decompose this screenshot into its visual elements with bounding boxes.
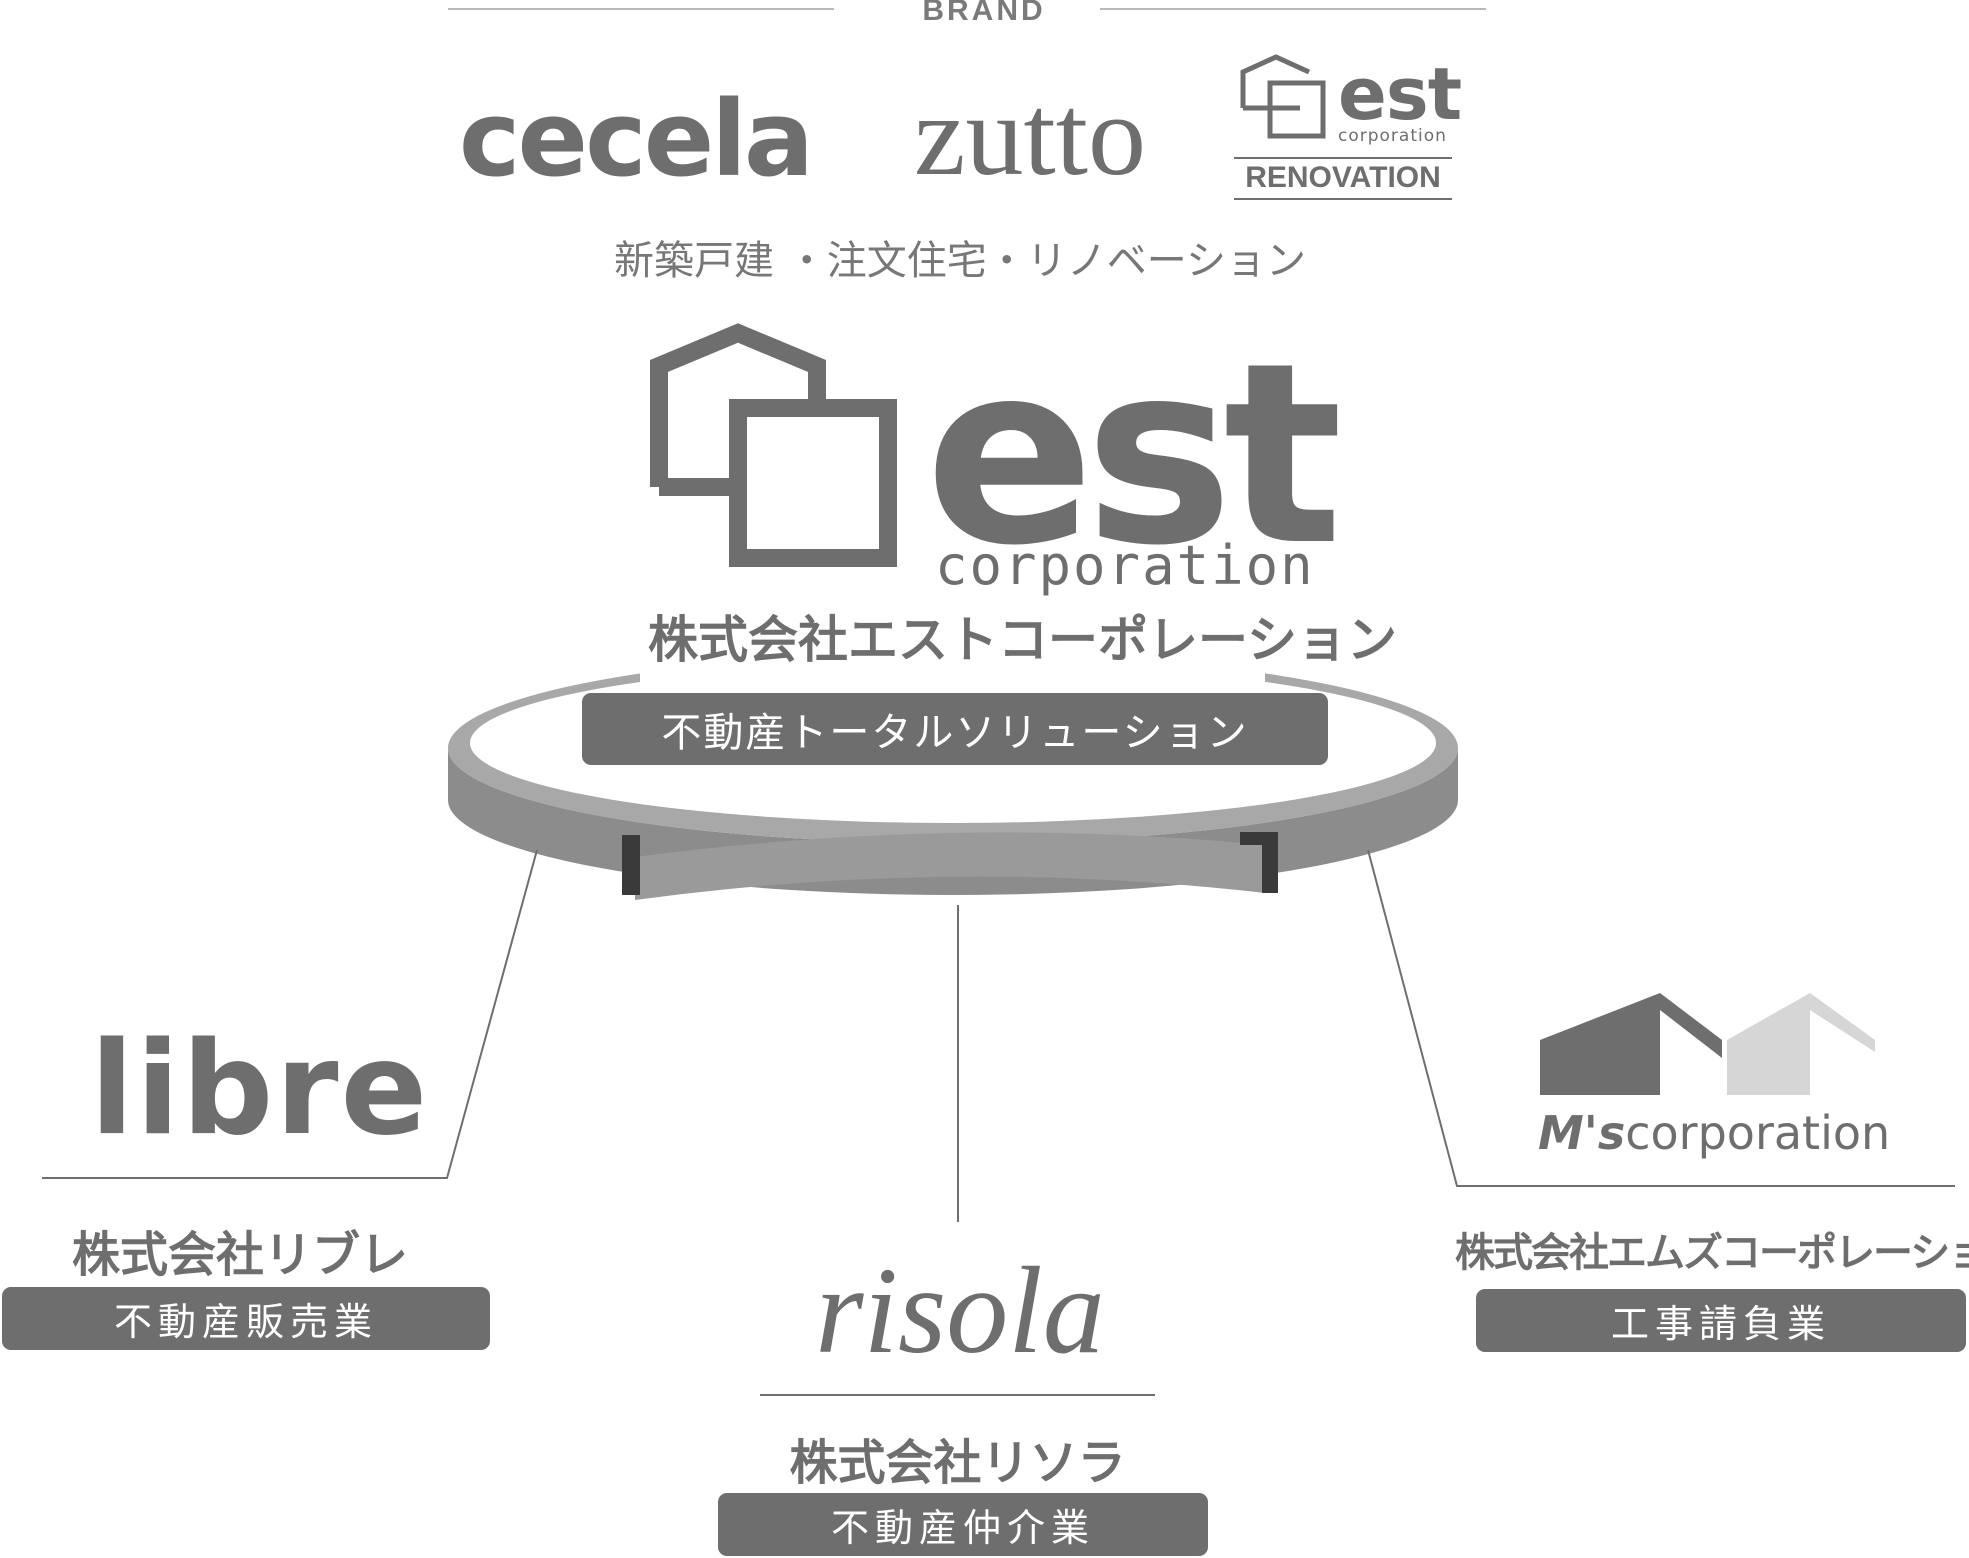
libre-role-badge: 不動産販売業: [2, 1287, 490, 1350]
brand-logo-zutto: zutto: [914, 72, 1146, 200]
ms-company-name: 株式会社エムズコーポレーション: [1455, 1230, 1969, 1276]
libre-company-name: 株式会社リブレ: [71, 1227, 408, 1283]
libre-logo: libre: [90, 1015, 430, 1164]
ms-houses-logo-icon: [1540, 993, 1875, 1095]
brand-logo-est-word: est: [1338, 52, 1462, 136]
brand-logo-cecela: cecela: [458, 78, 814, 200]
ms-logo-prefix: M's: [1538, 1106, 1626, 1160]
parent-logo-sub: corporation: [935, 534, 1315, 597]
ms-logo: M'scorporation: [1538, 1106, 1890, 1160]
ms-role-badge: 工事請負業: [1476, 1289, 1966, 1352]
brand-heading: BRAND: [922, 0, 1046, 27]
ring-front-segment: [635, 832, 1265, 900]
house-squares-logo-icon: [650, 323, 897, 567]
parent-company-name: 株式会社エストコーポレーション: [648, 604, 1397, 676]
parent-role-badge: 不動産トータルソリューション: [582, 693, 1328, 765]
brand-caption: 新築戸建 ・注文住宅・リノベーション: [614, 238, 1306, 284]
risola-role-badge: 不動産仲介業: [718, 1493, 1208, 1556]
brand-renovation-label: RENOVATION: [1245, 161, 1441, 194]
ring-notch-left: [622, 835, 640, 895]
connector-ms: [1367, 849, 1955, 1187]
house-squares-logo-icon-small: [1240, 54, 1326, 139]
risola-logo: risola: [815, 1242, 1105, 1379]
brand-logo-est-sub: corporation: [1338, 126, 1447, 146]
connector-libre: [42, 849, 538, 1179]
risola-company-name: 株式会社リソラ: [789, 1435, 1126, 1491]
ring-notch-right: [1240, 832, 1278, 893]
parent-logo-word: est: [925, 309, 1343, 600]
ms-logo-suffix: corporation: [1625, 1106, 1891, 1160]
